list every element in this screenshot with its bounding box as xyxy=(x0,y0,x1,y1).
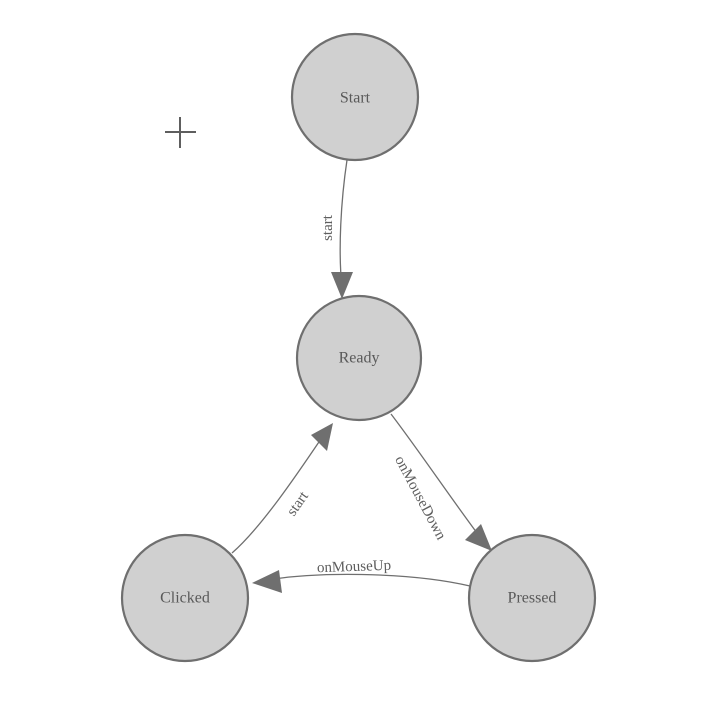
node-shape-ready[interactable] xyxy=(295,294,423,422)
edge-ready-to-pressed[interactable]: onMouseDown xyxy=(390,413,492,551)
edge-label-ready-to-pressed: onMouseDown xyxy=(391,453,449,543)
node-shape-clicked[interactable] xyxy=(120,533,250,663)
node-ready[interactable]: Ready xyxy=(295,294,423,422)
edge-path-pressed-to-clicked xyxy=(262,573,471,587)
node-label-clicked: Clicked xyxy=(160,590,210,607)
node-start[interactable]: Start xyxy=(290,32,420,162)
node-label-ready: Ready xyxy=(339,350,380,367)
arrowhead-pressed-to-clicked xyxy=(252,570,282,593)
plus-marker-icon xyxy=(165,117,196,148)
node-label-pressed: Pressed xyxy=(508,590,557,607)
edge-label-start-to-ready: start xyxy=(320,214,336,241)
edge-label-clicked-to-ready: start xyxy=(284,488,312,519)
edge-path-ready-to-pressed xyxy=(390,413,484,542)
arrowhead-start-to-ready xyxy=(331,272,353,299)
node-pressed[interactable]: Pressed xyxy=(467,533,597,663)
edge-label-pressed-to-clicked: onMouseUp xyxy=(317,558,392,577)
arrowhead-ready-to-pressed xyxy=(465,524,492,551)
node-clicked[interactable]: Clicked xyxy=(120,533,250,663)
edge-path-clicked-to-ready xyxy=(231,432,326,554)
arrowhead-clicked-to-ready xyxy=(311,423,333,451)
edge-path-start-to-ready xyxy=(339,159,348,289)
edge-pressed-to-clicked[interactable]: onMouseUp xyxy=(252,558,471,593)
edge-clicked-to-ready[interactable]: start xyxy=(231,423,333,554)
node-label-start: Start xyxy=(340,90,371,107)
edge-start-to-ready[interactable]: start xyxy=(320,159,353,299)
node-shape-start[interactable] xyxy=(290,32,420,162)
node-shape-pressed[interactable] xyxy=(467,533,597,663)
